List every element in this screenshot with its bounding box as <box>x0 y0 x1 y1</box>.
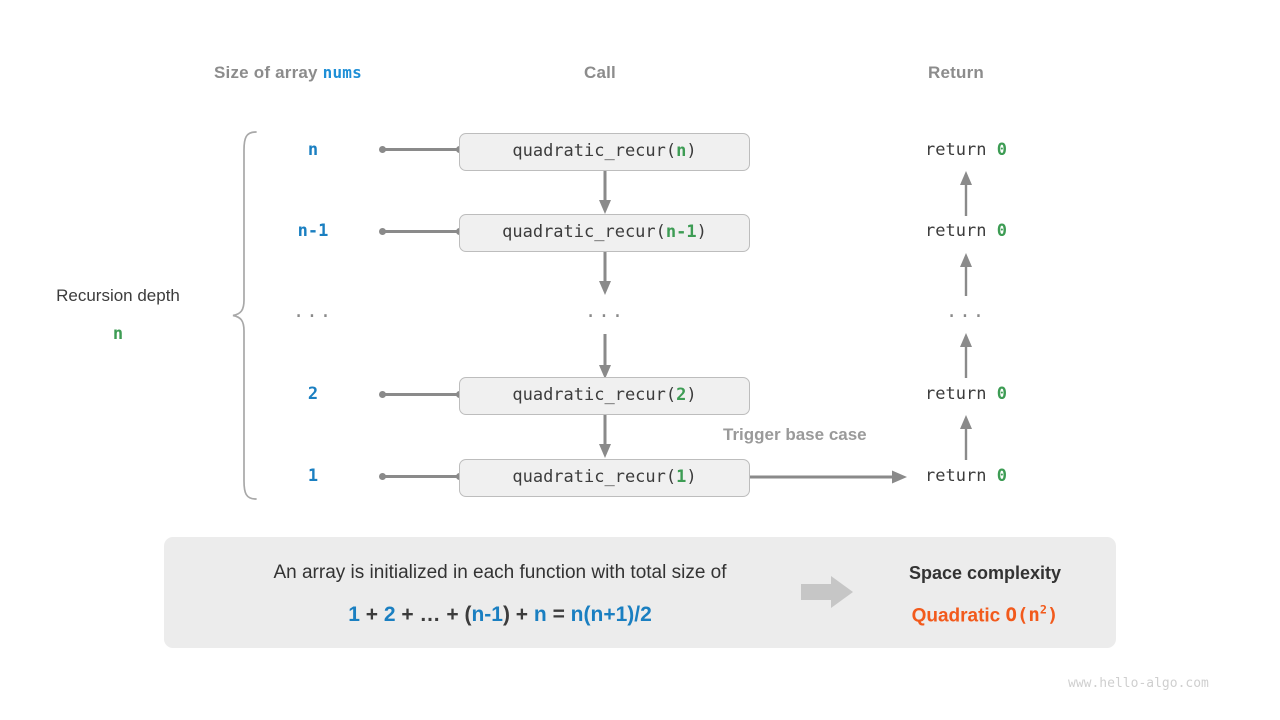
space-complexity-value: Quadratic O(n2) <box>870 603 1100 627</box>
summary-description: An array is initialized in each function… <box>273 562 727 583</box>
formula-op-2: + <box>401 603 414 626</box>
complexity-big-o: O(n2) <box>1005 603 1059 627</box>
formula-paren-close: ) <box>502 603 510 626</box>
call-box-close: ) <box>686 467 697 487</box>
size-label-row-2: n-1 <box>297 221 329 241</box>
column-header-return: Return <box>928 63 984 82</box>
recursion-depth-brace <box>228 128 262 503</box>
return-label-row-3: ... <box>945 300 987 322</box>
call-box-name: quadratic_recur( <box>512 467 677 487</box>
complexity-name: Quadratic <box>911 605 1001 627</box>
call-box-row-2[interactable]: quadratic_recur(n-1) <box>459 214 750 252</box>
call-box-row-5[interactable]: quadratic_recur(1) <box>459 459 750 497</box>
call-box-arg: n-1 <box>665 222 697 242</box>
call-box-close: ) <box>696 222 707 242</box>
space-complexity-title: Space complexity <box>908 563 1062 583</box>
formula-term-4: n-1 <box>471 603 503 626</box>
call-arrow-dots-to-4 <box>597 334 613 380</box>
formula-paren-open: ( <box>464 603 472 626</box>
summary-panel: An array is initialized in each function… <box>164 537 1116 648</box>
formula-term-2: 2 <box>383 603 396 626</box>
recursion-depth-value: n <box>112 324 124 344</box>
call-arrow-1-to-2 <box>597 171 613 215</box>
call-arrow-2-to-dots <box>597 252 613 296</box>
connector-line <box>382 393 460 396</box>
recursion-depth-title: Recursion depth <box>56 286 180 305</box>
return-label-row-2: return 0 <box>880 221 1052 241</box>
return-arrow-2-to-1 <box>958 168 974 216</box>
column-header-size-accent: nums <box>322 63 362 82</box>
big-o-exponent: 2 <box>1039 603 1047 617</box>
formula-result: n(n+1)/2 <box>570 603 652 626</box>
size-label-row-4: 2 <box>307 384 319 404</box>
connector-line <box>382 475 460 478</box>
big-o-prefix: O(n <box>1005 604 1040 627</box>
call-box-arg: 1 <box>676 467 687 487</box>
size-label-row-3: ... <box>292 300 334 322</box>
formula-term-5: n <box>533 603 547 626</box>
big-o-suffix: ) <box>1046 604 1059 627</box>
return-value: 0 <box>996 140 1007 160</box>
formula-ellipsis: … <box>419 603 441 626</box>
return-value: 0 <box>996 466 1007 486</box>
formula-op-4: + <box>515 603 529 626</box>
call-box-name: quadratic_recur( <box>512 141 677 161</box>
return-arrow-5-to-4 <box>958 412 974 460</box>
return-label-row-1: return 0 <box>880 140 1052 160</box>
base-case-return-arrow <box>750 466 910 488</box>
summary-formula: 1 + 2 + … + (n-1) + n = n(n+1)/2 <box>192 603 808 627</box>
call-label-row-3: ... <box>584 300 626 322</box>
formula-equals: = <box>552 603 565 626</box>
call-arrow-4-to-5 <box>597 415 613 459</box>
return-label-row-5: return 0 <box>880 466 1052 486</box>
return-keyword: return <box>925 140 997 160</box>
call-box-row-4[interactable]: quadratic_recur(2) <box>459 377 750 415</box>
return-keyword: return <box>925 466 997 486</box>
return-arrow-dots-to-2 <box>958 250 974 296</box>
return-keyword: return <box>925 384 997 404</box>
call-box-row-1[interactable]: quadratic_recur(n) <box>459 133 750 171</box>
call-box-arg: n <box>676 141 687 161</box>
arrow-right-icon <box>801 575 861 609</box>
size-label-row-5: 1 <box>307 466 319 486</box>
formula-term-1: 1 <box>348 603 360 626</box>
formula-op-1: + <box>365 603 378 626</box>
return-keyword: return <box>925 221 997 241</box>
formula-op-3: + <box>446 603 459 626</box>
call-box-name: quadratic_recur( <box>512 385 677 405</box>
column-header-size-text: Size of array <box>214 63 323 82</box>
call-box-arg: 2 <box>676 385 687 405</box>
column-header-call: Call <box>584 63 616 82</box>
call-box-name: quadratic_recur( <box>502 222 666 242</box>
call-box-close: ) <box>686 141 697 161</box>
size-label-row-1: n <box>307 140 319 160</box>
watermark: www.hello-algo.com <box>1068 676 1209 691</box>
connector-line <box>382 148 460 151</box>
return-label-row-4: return 0 <box>880 384 1052 404</box>
column-header-size: Size of array nums <box>214 63 362 83</box>
return-value: 0 <box>996 221 1007 241</box>
call-box-close: ) <box>686 385 697 405</box>
return-value: 0 <box>996 384 1007 404</box>
connector-line <box>382 230 460 233</box>
return-arrow-4-to-dots <box>958 330 974 378</box>
trigger-base-case-note: Trigger base case <box>723 425 867 444</box>
